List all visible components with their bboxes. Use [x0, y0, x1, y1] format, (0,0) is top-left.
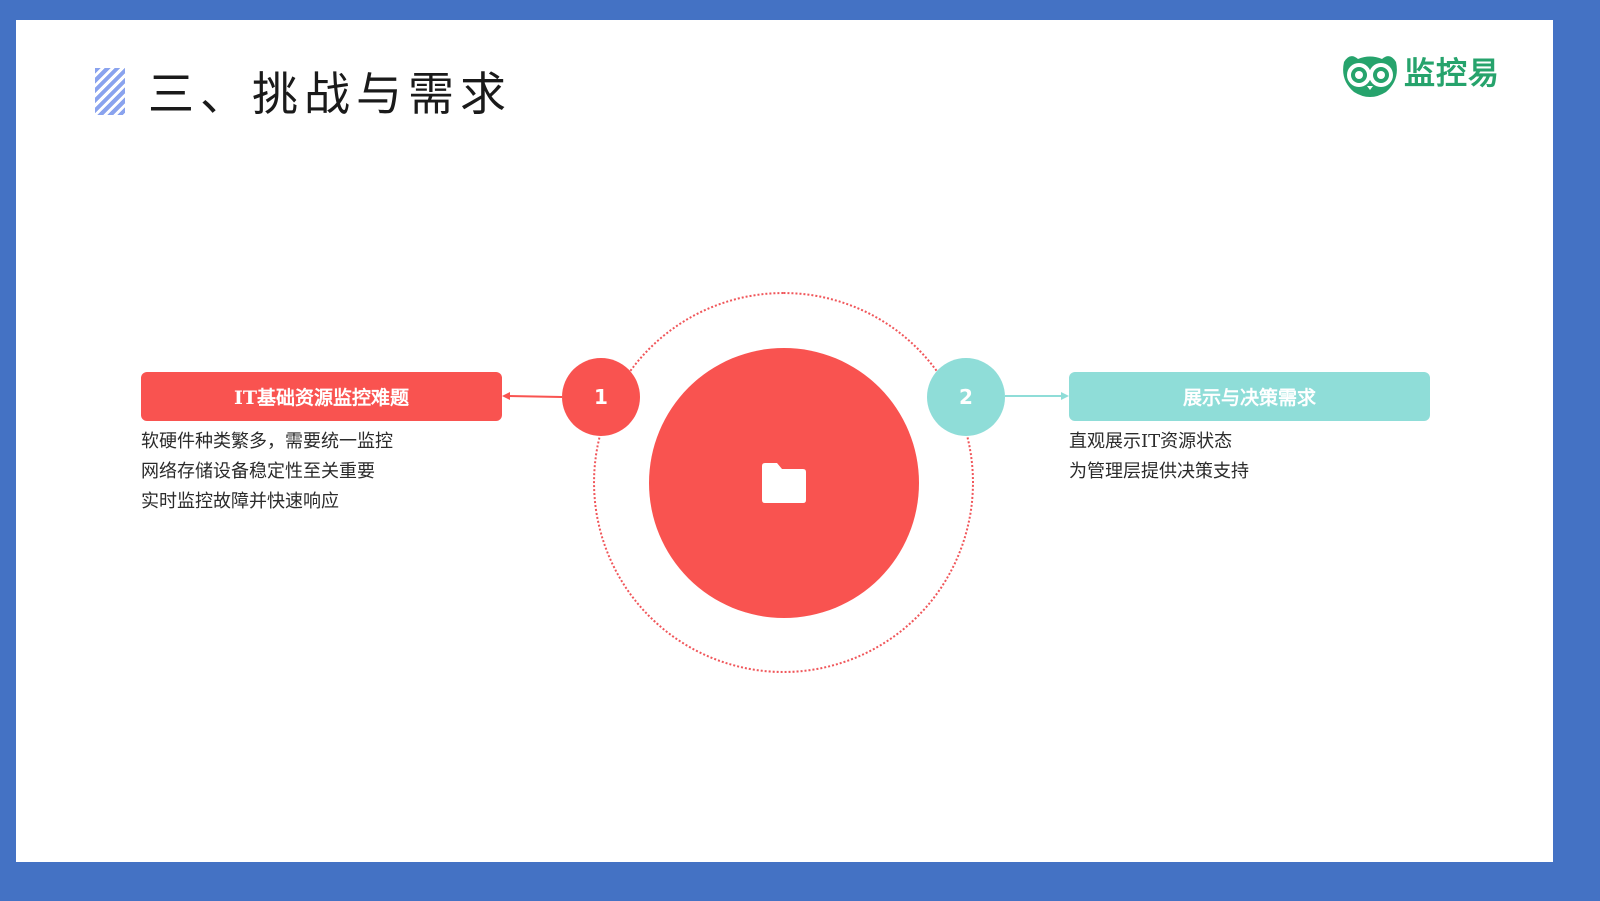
step-2-badge: 2 — [927, 358, 1005, 436]
left-description: 软硬件种类繁多，需要统一监控 网络存储设备稳定性至关重要 实时监控故障并快速响应 — [141, 427, 393, 517]
left-line-3: 实时监控故障并快速响应 — [141, 491, 339, 512]
right-line-1: 直观展示IT资源状态 — [1069, 431, 1233, 452]
page-title: 三、挑战与需求 — [148, 67, 512, 121]
step-1-badge: 1 — [562, 358, 640, 436]
left-arrowhead — [502, 392, 510, 400]
left-line-2: 网络存储设备稳定性至关重要 — [141, 461, 375, 482]
right-description: 直观展示IT资源状态 为管理层提供决策支持 — [1069, 427, 1249, 487]
right-heading-bar: 展示与决策需求 — [1069, 372, 1430, 421]
left-line-1: 软硬件种类繁多，需要统一监控 — [141, 431, 393, 452]
connector-lines — [502, 392, 1069, 400]
folder-icon — [762, 463, 806, 503]
right-line-2: 为管理层提供决策支持 — [1069, 461, 1249, 482]
logo-text: 监控易 — [1404, 56, 1500, 92]
brand-logo: 监控易 — [1340, 50, 1512, 100]
left-connector-line — [507, 395, 563, 398]
title-stripe-decoration — [95, 68, 125, 115]
owl-icon — [1343, 56, 1397, 97]
right-arrowhead — [1061, 392, 1069, 400]
dotted-ring — [593, 292, 974, 673]
center-circle — [649, 348, 919, 618]
slide: 三、挑战与需求 监控易 1 2 IT基础资源监控难题 软硬件种类繁多，需要统一监… — [16, 20, 1553, 862]
left-heading-bar: IT基础资源监控难题 — [141, 372, 502, 421]
